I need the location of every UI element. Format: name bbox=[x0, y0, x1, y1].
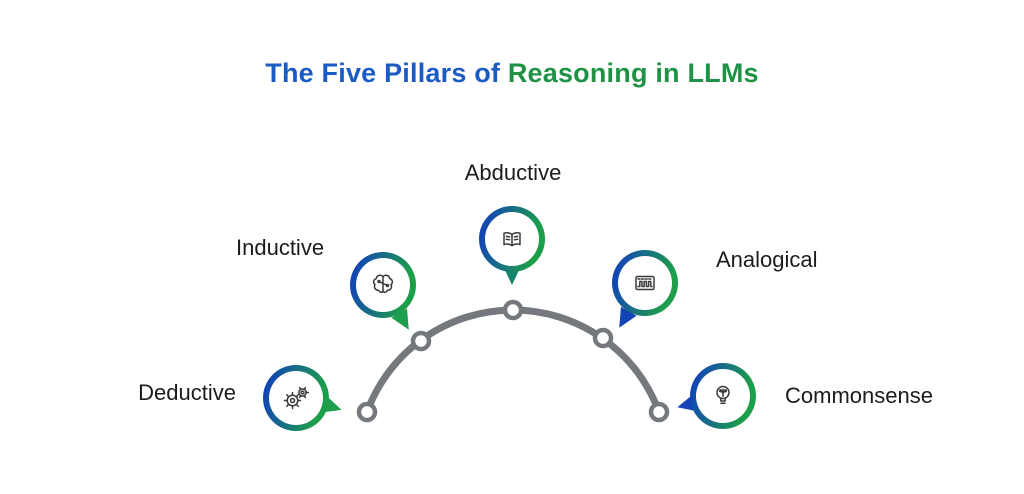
badge-commonsense bbox=[675, 363, 756, 429]
title-part-blue: The Five Pillars of bbox=[265, 58, 508, 88]
badge-ring bbox=[350, 252, 416, 318]
badge-inner bbox=[485, 212, 539, 266]
badge-inner bbox=[696, 369, 750, 423]
badge-ring bbox=[479, 206, 545, 272]
arc-node-abductive bbox=[502, 299, 524, 321]
open-book-icon bbox=[503, 232, 521, 247]
arc-node-deductive bbox=[356, 401, 378, 423]
badge-deductive bbox=[263, 365, 345, 431]
arc-node-inductive bbox=[410, 330, 432, 352]
badge-inner bbox=[618, 256, 672, 310]
badge-analogical bbox=[611, 250, 678, 333]
arc-node-analogical bbox=[592, 327, 614, 349]
badge-inner bbox=[269, 371, 323, 425]
badge-inner bbox=[356, 258, 410, 312]
lightbulb-icon bbox=[716, 385, 730, 404]
badge-abductive bbox=[479, 206, 545, 285]
label-analogical: Analogical bbox=[716, 247, 818, 272]
square-wave-icon bbox=[635, 275, 655, 291]
label-deductive: Deductive bbox=[138, 380, 236, 405]
title-part-green: Reasoning in LLMs bbox=[507, 58, 759, 88]
brain-circuit-icon bbox=[372, 274, 394, 294]
label-inductive: Inductive bbox=[236, 235, 325, 260]
page-title: The Five Pillars of Reasoning in LLMs bbox=[0, 58, 1024, 89]
badge-ring bbox=[263, 365, 329, 431]
label-commonsense: Commonsense bbox=[785, 383, 933, 408]
badge-ring bbox=[612, 250, 678, 316]
badge-ring bbox=[690, 363, 756, 429]
arc-node-commonsense bbox=[648, 401, 670, 423]
gears-icon bbox=[283, 386, 310, 410]
label-abductive: Abductive bbox=[464, 160, 562, 185]
badge-inductive bbox=[350, 252, 417, 335]
